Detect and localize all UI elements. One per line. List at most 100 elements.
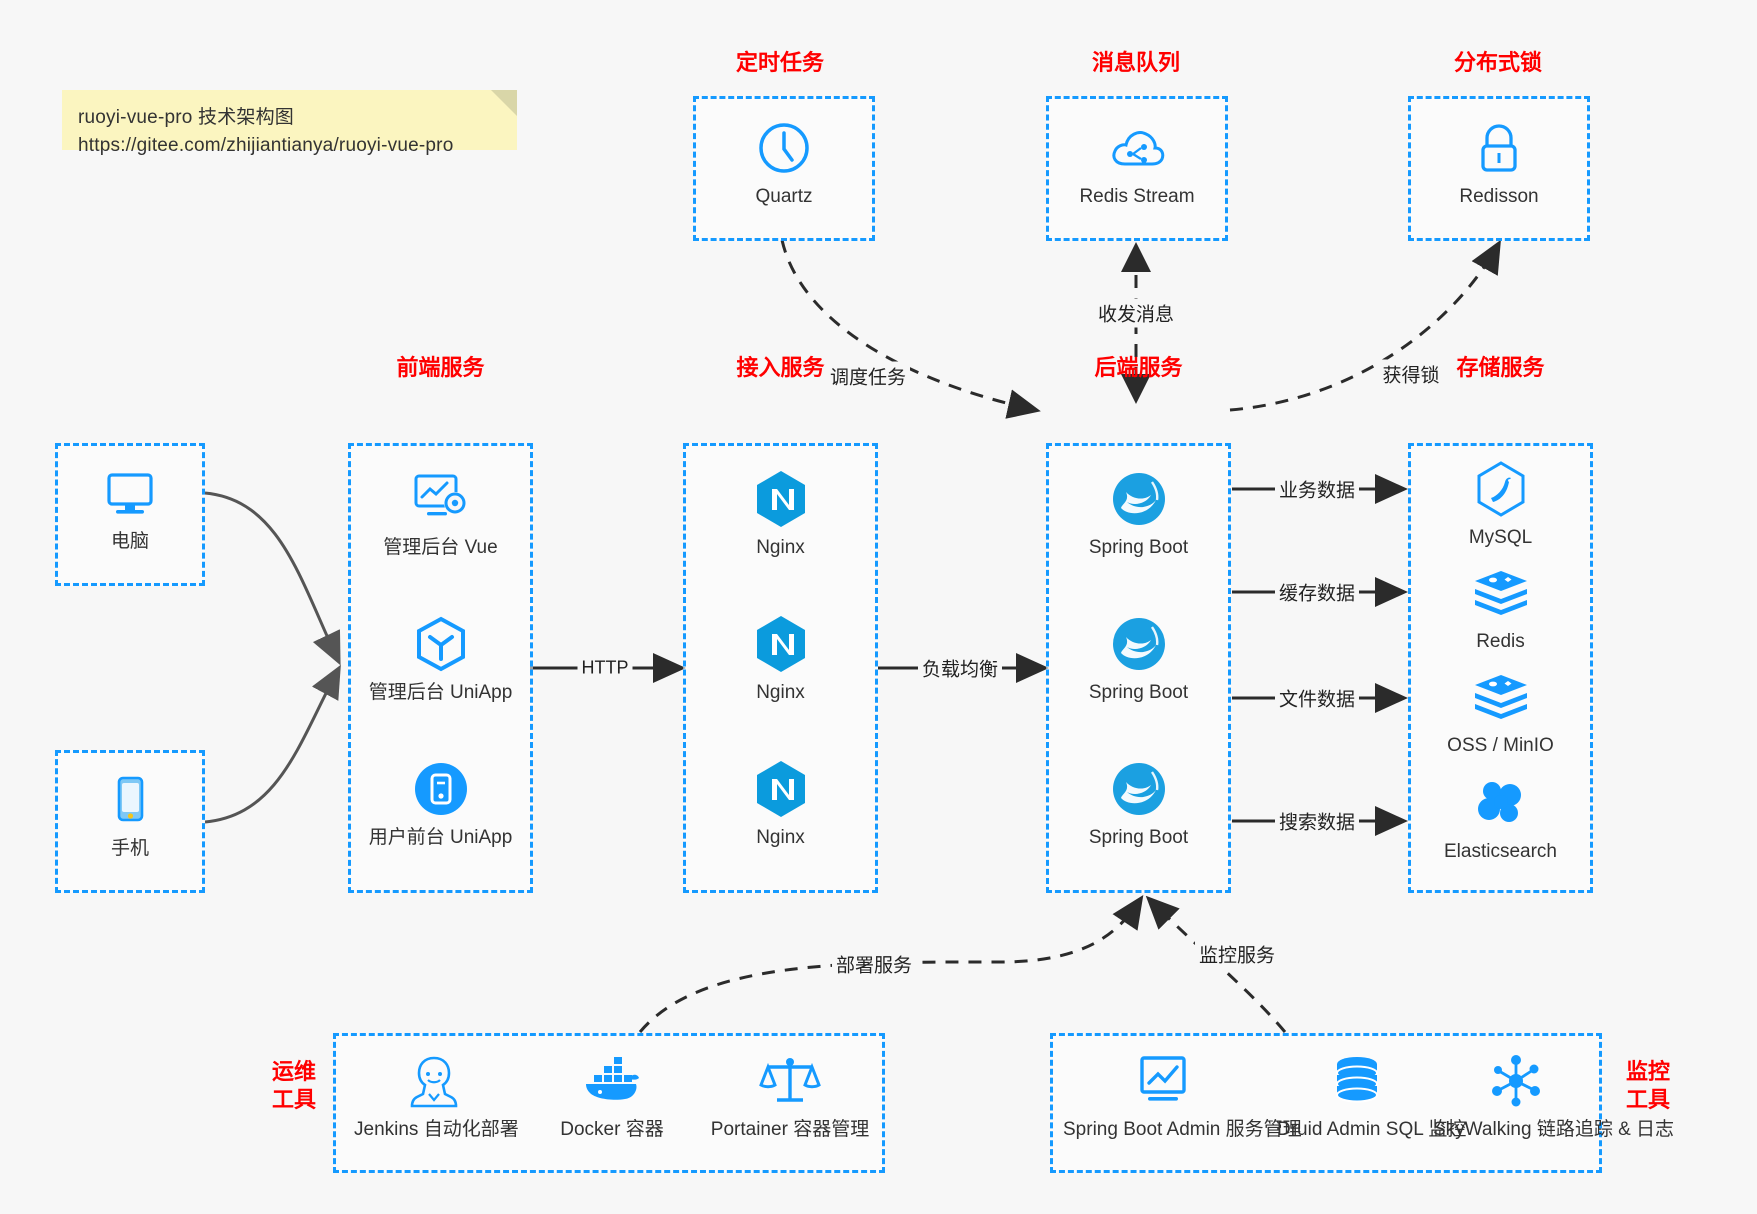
monitor-title-line1: 监控	[1625, 1059, 1670, 1084]
edge-label-http: HTTP	[577, 656, 633, 680]
node-label: 手机	[110, 838, 149, 859]
node-nginx-3[interactable]: Nginx	[686, 758, 875, 850]
group-scheduler[interactable]: Quartz	[693, 96, 875, 241]
node-label: Quartz	[755, 186, 813, 207]
node-docker[interactable]: Docker 容器	[532, 1048, 692, 1143]
group-gateway[interactable]: Nginx Nginx Nginx	[683, 443, 878, 893]
edge-label-mq-msg: 收发消息	[1093, 298, 1179, 328]
node-oss-minio[interactable]: OSS / MinIO	[1411, 666, 1590, 758]
mobile-app-icon	[351, 758, 530, 820]
node-redisson[interactable]: Redisson	[1411, 117, 1587, 209]
node-label: Spring Boot	[1088, 827, 1189, 848]
node-label: Redis	[1476, 631, 1525, 652]
group-title-scheduler: 定时任务	[735, 50, 824, 75]
group-title-lock: 分布式锁	[1453, 50, 1542, 75]
node-nginx-2[interactable]: Nginx	[686, 613, 875, 705]
edge-label-biz-data: 业务数据	[1274, 474, 1360, 504]
database-stack-icon	[1277, 1048, 1437, 1114]
group-frontend[interactable]: 管理后台 Vue 管理后台 UniApp 用户前台 UniApp	[348, 443, 533, 893]
node-label: Spring Boot	[1088, 537, 1189, 558]
nginx-icon	[686, 758, 875, 820]
spring-boot-icon	[1049, 468, 1228, 530]
group-devops[interactable]: Jenkins 自动化部署 Docker	[333, 1033, 885, 1173]
group-title-devops: 运维 工具	[258, 1058, 330, 1113]
padlock-icon	[1411, 117, 1587, 179]
edge-label-file-data: 文件数据	[1274, 683, 1360, 713]
node-label: 管理后台 UniApp	[368, 682, 513, 703]
node-label: Elasticsearch	[1444, 841, 1557, 862]
skywalking-icon	[1433, 1048, 1598, 1114]
spring-boot-admin-icon	[1063, 1048, 1263, 1114]
spring-boot-icon	[1049, 613, 1228, 675]
group-mq[interactable]: Redis Stream	[1046, 96, 1228, 241]
node-sublabel: 容器管理	[793, 1119, 870, 1140]
monitor-title-line2: 工具	[1625, 1086, 1670, 1112]
node-quartz[interactable]: Quartz	[696, 117, 872, 209]
node-druid-admin[interactable]: Druid Admin SQL 监控	[1277, 1048, 1467, 1143]
node-sublabel: 自动化部署	[423, 1119, 519, 1140]
devops-title-line1: 运维	[271, 1059, 316, 1084]
devops-title-line2: 工具	[271, 1086, 316, 1112]
note-title: ruoyi-vue-pro 技术架构图	[78, 107, 295, 128]
node-label: 电脑	[110, 531, 149, 552]
node-label: MySQL	[1468, 527, 1533, 548]
group-lock[interactable]: Redisson	[1408, 96, 1590, 241]
node-elasticsearch[interactable]: Elasticsearch	[1411, 772, 1590, 864]
node-desktop[interactable]: 电脑	[58, 462, 202, 554]
docker-icon	[532, 1048, 692, 1114]
group-monitor[interactable]: Spring Boot Admin 服务管理 Druid Admin SQL 监…	[1050, 1033, 1675, 1173]
portainer-scale-icon	[710, 1048, 870, 1114]
group-client-mobile[interactable]: 手机	[55, 750, 205, 893]
node-springboot-2[interactable]: Spring Boot	[1049, 613, 1228, 705]
nginx-icon	[686, 613, 875, 675]
edge-label-search-data: 搜索数据	[1274, 806, 1360, 836]
oss-minio-icon	[1411, 666, 1590, 728]
group-title-mq: 消息队列	[1091, 50, 1180, 75]
node-portainer[interactable]: Portainer 容器管理	[710, 1048, 870, 1143]
spring-boot-icon	[1049, 758, 1228, 820]
note-url: https://gitee.com/zhijiantianya/ruoyi-vu…	[78, 134, 454, 156]
node-redis[interactable]: Redis	[1411, 562, 1590, 654]
node-redis-stream[interactable]: Redis Stream	[1049, 117, 1225, 209]
node-admin-uniapp[interactable]: 管理后台 UniApp	[351, 613, 530, 705]
group-client-desktop[interactable]: 电脑	[55, 443, 205, 586]
edge-label-cache-data: 缓存数据	[1274, 577, 1360, 607]
cloud-stream-icon	[1049, 117, 1225, 179]
node-label: Nginx	[756, 827, 805, 848]
node-label: Portainer 容器管理	[710, 1119, 870, 1140]
node-label: Spring Boot Admin 服务管理	[1063, 1119, 1302, 1140]
node-label: Docker 容器	[560, 1119, 664, 1140]
group-title-gateway: 接入服务	[736, 355, 825, 380]
note-fold-corner	[491, 90, 517, 116]
group-title-storage: 存储服务	[1456, 355, 1545, 380]
node-label: Druid Admin SQL 监控	[1277, 1119, 1467, 1140]
node-sublabel: 容器	[625, 1119, 664, 1140]
edge-label-deploy: 部署服务	[831, 949, 917, 979]
edge-label-monitoring: 监控服务	[1194, 939, 1280, 969]
jenkins-icon	[354, 1048, 514, 1114]
node-label: SkyWalking 链路追踪 & 日志	[1433, 1119, 1675, 1140]
node-label: Spring Boot	[1088, 682, 1189, 703]
node-label: OSS / MinIO	[1447, 735, 1554, 756]
node-label: 用户前台 UniApp	[368, 827, 513, 848]
node-nginx-1[interactable]: Nginx	[686, 468, 875, 560]
node-skywalking[interactable]: SkyWalking 链路追踪 & 日志	[1433, 1048, 1675, 1143]
group-storage[interactable]: MySQL Redis	[1408, 443, 1593, 893]
elasticsearch-icon	[1411, 772, 1590, 834]
node-springboot-1[interactable]: Spring Boot	[1049, 468, 1228, 560]
uniapp-cube-icon	[351, 613, 530, 675]
node-mobile[interactable]: 手机	[58, 769, 202, 861]
node-admin-vue[interactable]: 管理后台 Vue	[351, 468, 530, 560]
group-backend[interactable]: Spring Boot Spring Boot Spring Boot	[1046, 443, 1231, 893]
node-user-uniapp[interactable]: 用户前台 UniApp	[351, 758, 530, 850]
desktop-monitor-icon	[58, 462, 202, 524]
node-jenkins[interactable]: Jenkins 自动化部署	[354, 1048, 519, 1143]
redis-icon	[1411, 562, 1590, 624]
node-label: 管理后台 Vue	[383, 537, 498, 558]
node-mysql[interactable]: MySQL	[1411, 458, 1590, 550]
node-label: Nginx	[756, 682, 805, 703]
node-spring-boot-admin[interactable]: Spring Boot Admin 服务管理	[1063, 1048, 1302, 1143]
node-sublabel: 服务管理	[1225, 1119, 1302, 1140]
node-springboot-3[interactable]: Spring Boot	[1049, 758, 1228, 850]
group-title-backend: 后端服务	[1094, 355, 1183, 380]
